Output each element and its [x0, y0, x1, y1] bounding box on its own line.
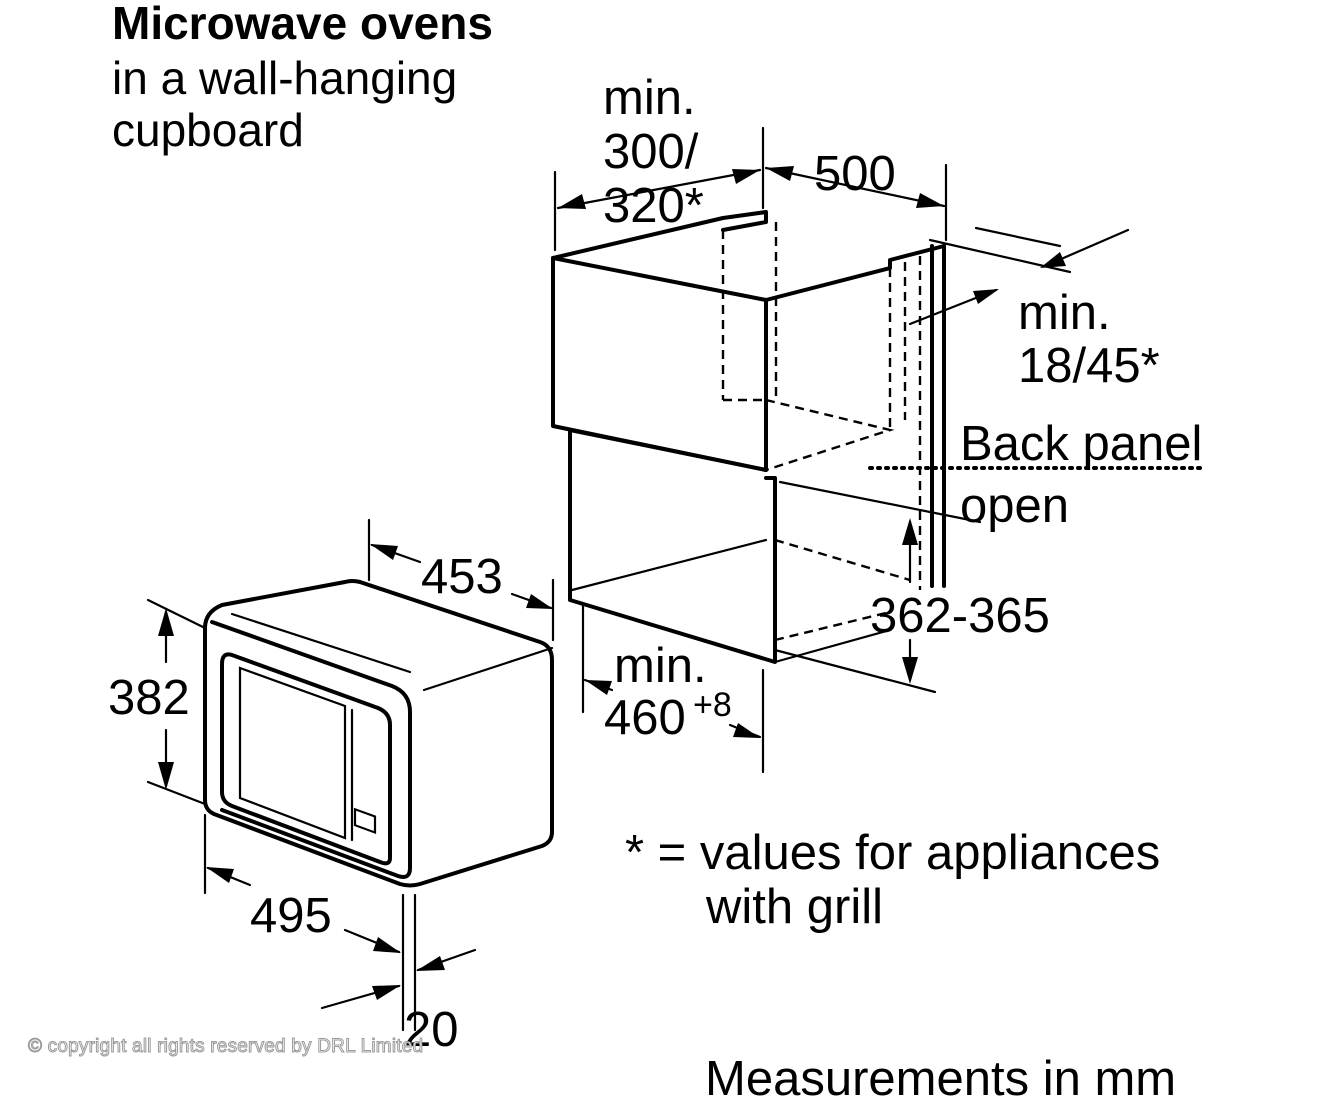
niche-frame-top	[568, 428, 768, 472]
arrowhead-oven-width-left	[206, 867, 234, 883]
copyright-watermark: © copyright all rights reserved by DRL L…	[27, 1036, 424, 1058]
arrowhead-niche-up	[902, 518, 918, 545]
arrowhead-oven-depth-right	[526, 594, 553, 609]
dimension-labels: min. 300/ 320* 500 min. 18/45* Back pane…	[108, 71, 1202, 1057]
diagram-subtitle: in a wall-hanging cupboard	[112, 52, 457, 156]
subtitle-line-1: in a wall-hanging	[112, 52, 458, 104]
cupboard-top-right-edge	[764, 244, 946, 302]
hidden-line-9	[774, 610, 891, 642]
niche-width-tolerance: +8	[693, 686, 732, 724]
niche-bottom-edge	[773, 628, 892, 664]
niche-min-label: min.	[614, 639, 707, 693]
open-leader-line	[778, 480, 982, 524]
niche-inner-floor	[570, 538, 768, 592]
oven-front-frame	[210, 620, 412, 879]
width-min-label: min.	[603, 71, 696, 125]
arrowhead-frame-offset-left	[372, 985, 401, 1000]
diagram-title: Microwave ovens	[112, 0, 493, 49]
width-dim-line	[556, 168, 762, 210]
niche-height-ext-line	[773, 648, 937, 694]
cupboard-top-back-rail	[551, 210, 768, 260]
oven-height-ext-top	[146, 598, 207, 630]
oven-depth-value: 453	[421, 550, 503, 604]
arrowhead-oven-depth-left	[370, 544, 398, 560]
oven-height-value: 382	[108, 671, 190, 725]
arrowhead-niche-width-right	[733, 723, 760, 738]
oven-width-value: 495	[250, 889, 332, 943]
arrowhead-niche-width-left	[585, 680, 612, 695]
back-gap-min-label: min.	[1018, 286, 1111, 340]
hidden-line-6	[765, 398, 895, 472]
arrowhead-depth-left	[766, 166, 794, 181]
arrowhead-gap-1	[1040, 252, 1066, 268]
niche-height-value: 362-365	[870, 589, 1050, 643]
oven-top-front-edge	[230, 612, 412, 674]
oven-height-ext-bottom	[146, 780, 207, 806]
microwave-oven	[203, 579, 554, 888]
arrowhead-niche-down	[902, 657, 918, 684]
arrowhead-frame-offset-right	[416, 956, 445, 971]
cupboard-dimensions	[553, 126, 1130, 774]
depth-value: 500	[814, 147, 896, 201]
width-grill-value: 320*	[603, 179, 704, 233]
oven-top-edge	[422, 646, 554, 692]
depth-dim-line	[764, 166, 946, 208]
footnote-line-1: * = values for appliances	[625, 826, 1161, 880]
oven-dimensions	[146, 518, 555, 1032]
gap-ext-line-2	[974, 226, 1062, 248]
arrowhead-width-left	[558, 194, 586, 209]
arrowhead-depth-right	[916, 193, 944, 208]
oven-door-outer	[220, 652, 392, 866]
back-gap-value: 18/45*	[1018, 339, 1160, 393]
niche-width-value: 460	[604, 691, 686, 745]
cupboard-front-panel	[551, 256, 768, 472]
footnote-line-2: with grill	[706, 880, 883, 934]
hidden-line-8	[774, 538, 911, 582]
arrowhead-oven-width-right	[373, 937, 401, 953]
oven-display	[353, 807, 377, 834]
units-note: Measurements in mm	[705, 1052, 1177, 1106]
arrowhead-gap-2	[973, 289, 999, 304]
back-panel-label: Back panel	[960, 417, 1202, 471]
oven-body-outline	[203, 579, 554, 888]
arrowhead-oven-height-down	[158, 762, 174, 790]
subtitle-line-2: cupboard	[112, 104, 304, 156]
width-min-value: 300/	[603, 125, 699, 179]
open-label: open	[960, 479, 1069, 533]
wall-cupboard	[551, 210, 1207, 664]
arrowhead-width-right	[732, 169, 760, 184]
arrowhead-oven-height-up	[158, 608, 174, 636]
frame-offset-value: 20	[404, 1003, 459, 1057]
oven-door-window	[238, 666, 347, 840]
